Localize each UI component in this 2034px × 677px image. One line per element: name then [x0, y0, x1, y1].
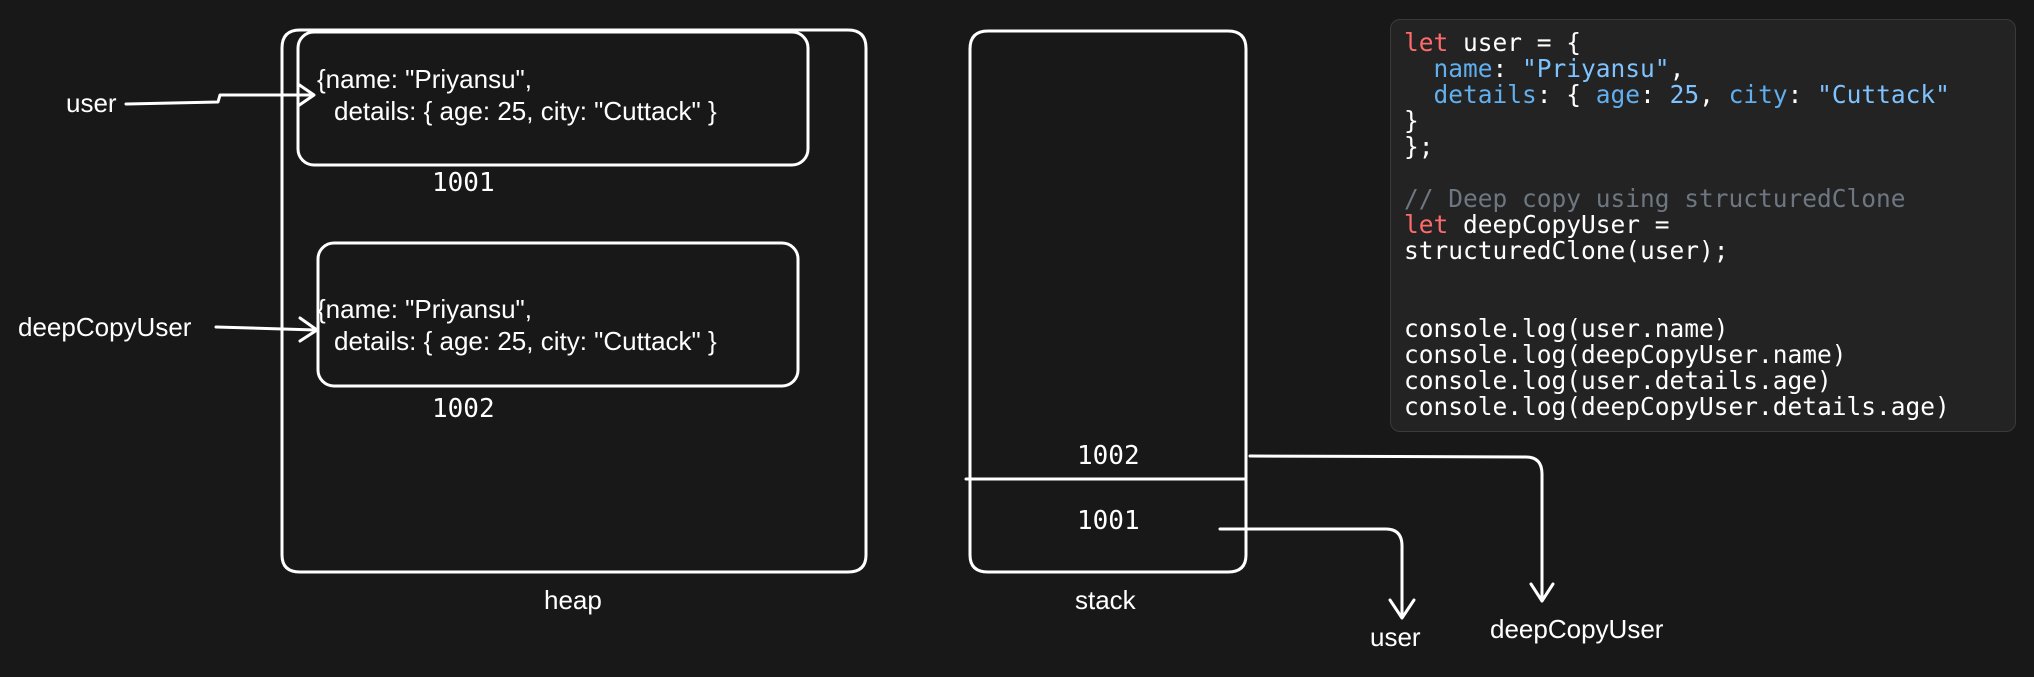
code-token: , [1669, 54, 1685, 83]
stack-1001-arrow [1218, 527, 1404, 618]
code-token: console.log(deepCopyUser.name) [1404, 340, 1847, 369]
stack-1001-arrowhead [1388, 598, 1416, 620]
heap-object-1-line1: {name: "Priyansu", [317, 64, 533, 94]
code-line: console.log(deepCopyUser.name) [1404, 342, 1950, 368]
code-token [1404, 80, 1434, 109]
code-token: "Cuttack" [1817, 80, 1950, 109]
code-line: }; [1404, 134, 1950, 160]
code-token: console.log(deepCopyUser.details.age) [1404, 392, 1950, 421]
stack-slot-1001: 1001 [1077, 506, 1140, 536]
code-block: let user = { name: "Priyansu", details: … [1404, 30, 1950, 420]
code-token [1404, 54, 1434, 83]
code-line: let user = { [1404, 30, 1950, 56]
code-token: deepCopyUser = [1448, 210, 1670, 239]
user-pointer-arrowhead [296, 82, 316, 108]
heap-object-2-address: 1002 [432, 394, 495, 424]
heap-object-1-address: 1001 [432, 168, 495, 198]
deepcopyuser-pointer-arrowhead [298, 316, 319, 343]
code-token: structuredClone(user); [1404, 236, 1729, 265]
heap-object-2-box [316, 241, 800, 388]
code-line: console.log(user.name) [1404, 316, 1950, 342]
stack-1002-arrow [1248, 454, 1544, 600]
stack-user-label: user [1370, 622, 1421, 652]
deepcopyuser-pointer-arrow [214, 325, 318, 332]
heap-label: heap [544, 585, 602, 615]
stack-1002-arrowhead [1529, 582, 1555, 603]
code-line: console.log(deepCopyUser.details.age) [1404, 394, 1950, 420]
code-token: : [1492, 54, 1523, 83]
code-panel [1390, 19, 2016, 432]
code-token: console.log(user.name) [1404, 314, 1729, 343]
code-token: : { [1536, 80, 1596, 109]
code-token: } [1404, 106, 1419, 135]
code-token: details [1433, 80, 1537, 109]
code-token: }; [1404, 132, 1434, 161]
code-token: let [1404, 28, 1449, 57]
code-line: structuredClone(user); [1404, 238, 1950, 264]
code-token: , [1699, 80, 1729, 109]
code-line: let deepCopyUser = [1404, 212, 1950, 238]
code-token: user = { [1448, 28, 1582, 57]
heap-object-1-box [296, 30, 810, 167]
code-token: 25 [1669, 80, 1700, 109]
heap-object-1-line2: details: { age: 25, city: "Cuttack" } [334, 96, 717, 126]
code-token: let [1404, 210, 1449, 239]
heap-object-2-line2: details: { age: 25, city: "Cuttack" } [334, 326, 717, 356]
deepcopyuser-variable-label: deepCopyUser [18, 312, 192, 342]
code-line [1404, 290, 1950, 316]
code-line: } [1404, 108, 1950, 134]
code-token: name [1433, 54, 1493, 83]
code-line: console.log(user.details.age) [1404, 368, 1950, 394]
code-token: city [1728, 80, 1788, 109]
stack-deepcopyuser-label: deepCopyUser [1490, 614, 1664, 644]
stack-slot-1002: 1002 [1077, 441, 1140, 471]
code-token: // Deep copy using structuredClone [1404, 184, 1906, 213]
code-line [1404, 160, 1950, 186]
code-token: age [1595, 80, 1641, 109]
code-line: name: "Priyansu", [1404, 56, 1950, 82]
stack-box [968, 29, 1248, 574]
code-token: : [1787, 80, 1818, 109]
code-line [1404, 264, 1950, 290]
user-variable-label: user [66, 88, 117, 118]
code-token: "Priyansu" [1522, 54, 1670, 83]
code-token: : [1640, 80, 1670, 109]
heap-object-2-line1: {name: "Priyansu", [317, 294, 533, 324]
code-line: // Deep copy using structuredClone [1404, 186, 1950, 212]
code-token: console.log(user.details.age) [1404, 366, 1832, 395]
stack-label: stack [1075, 585, 1136, 615]
code-line: details: { age: 25, city: "Cuttack" [1404, 82, 1950, 108]
heap-box [280, 28, 868, 574]
user-pointer-arrow [124, 93, 314, 106]
